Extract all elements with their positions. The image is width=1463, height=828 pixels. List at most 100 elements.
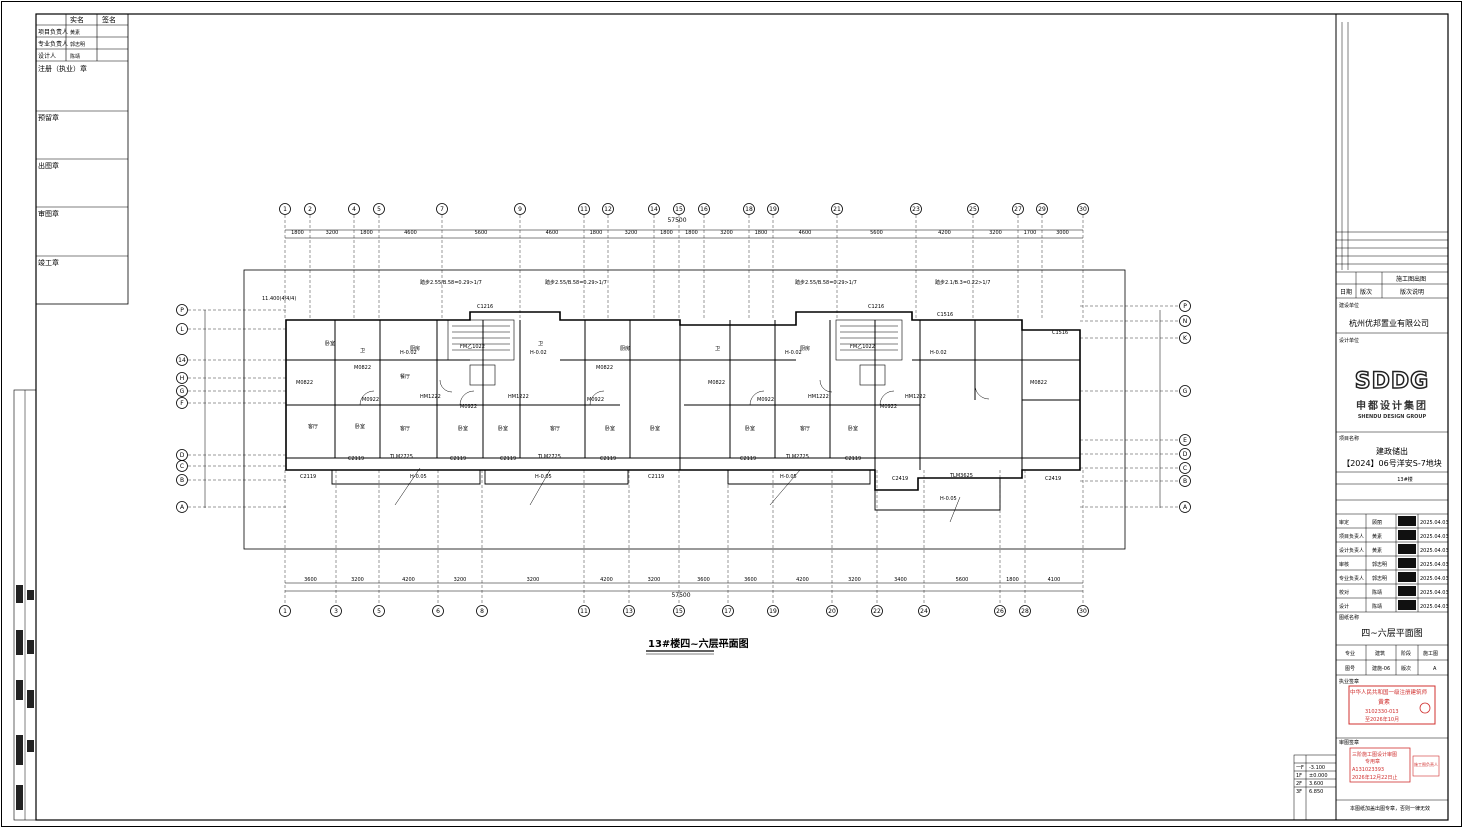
door-label: C2119 xyxy=(600,456,616,462)
axis-left-bubble-label: A xyxy=(180,504,185,511)
tb-rev: A xyxy=(1433,666,1437,672)
level-elev: 3.600 xyxy=(1309,781,1323,787)
axis-bottom-bubble-label: 20 xyxy=(828,608,836,615)
tb-drawing-name-label: 图纸名称 xyxy=(1339,614,1359,621)
room-label: 厨房 xyxy=(620,345,630,352)
signature-mark xyxy=(1398,572,1416,582)
dim-top-label: 3200 xyxy=(720,230,733,236)
dim-top-label: 5600 xyxy=(870,230,883,236)
axis-top-bubble-circle xyxy=(698,203,710,215)
level-elev: 6.850 xyxy=(1309,789,1323,795)
axis-left-bubble-circle xyxy=(176,354,188,366)
tb-review-label: 审图签章 xyxy=(1339,739,1359,746)
axis-top-bubble-circle xyxy=(673,203,685,215)
total-dim-bottom: 57500 xyxy=(671,592,690,599)
dim-bottom-label: 3200 xyxy=(648,577,661,583)
axis-bottom-bubble-circle xyxy=(1019,605,1031,617)
axis-top-bubble-label: 1 xyxy=(283,206,287,213)
axis-left-bubble-label: H xyxy=(180,375,185,382)
dim-bottom-label: 4200 xyxy=(600,577,613,583)
sig-header-sign: 签名 xyxy=(102,15,116,24)
tb-phase: 施工图 xyxy=(1423,650,1438,657)
door-label: C2419 xyxy=(1045,476,1061,482)
axis-right-bubble: N xyxy=(1179,315,1191,327)
room-label: 餐厅 xyxy=(400,373,410,380)
dim-top-label: 3200 xyxy=(989,230,1002,236)
axis-bottom-bubble-circle xyxy=(1077,605,1089,617)
axis-bottom-bubble-label: 22 xyxy=(873,608,881,615)
axis-left-bubble-circle xyxy=(176,323,188,335)
axis-left-bubble-circle xyxy=(176,460,188,472)
axis-top-bubble: 1 xyxy=(279,203,291,215)
dim-bottom-label: 1800 xyxy=(1006,577,1019,583)
axis-left-bubble: P xyxy=(176,304,188,316)
tb-discipline-label: 专业 xyxy=(1345,650,1355,657)
axis-top-bubble: 21 xyxy=(831,203,843,215)
axis-left-bubble: 14 xyxy=(176,354,188,366)
axis-left-bubble-label: L xyxy=(180,326,184,333)
axis-bottom-bubble: 15 xyxy=(673,605,685,617)
seal-name: 黄素 xyxy=(1378,698,1390,706)
sign-name: 顾丽 xyxy=(1372,520,1382,526)
axis-right-bubble: C xyxy=(1179,462,1191,474)
door-label: C2119 xyxy=(500,456,516,462)
door-label: HM1222 xyxy=(808,394,829,400)
axis-left-bubble-label: 14 xyxy=(178,357,186,364)
axis-bottom-bubble: 11 xyxy=(578,605,590,617)
level-floor: 1F xyxy=(1296,773,1302,779)
axis-top-bubble-circle xyxy=(743,203,755,215)
review-seal xyxy=(1349,747,1411,783)
door-label: C1516 xyxy=(1052,330,1068,336)
axis-left-bubble-circle xyxy=(176,385,188,397)
axis-top-bubble-label: 21 xyxy=(833,206,841,213)
left-binding-strip xyxy=(13,389,37,821)
axis-bottom-bubble: 30 xyxy=(1077,605,1089,617)
axis-bottom-bubble: 13 xyxy=(623,605,635,617)
tb-discipline: 建筑 xyxy=(1375,650,1385,657)
sign-date: 2025.04.03 xyxy=(1420,534,1449,540)
dim-bottom-label: 3600 xyxy=(744,577,757,583)
axis-right-bubble-circle xyxy=(1179,462,1191,474)
axis-right-bubble: G xyxy=(1179,385,1191,397)
room-label: 卧室 xyxy=(458,425,468,432)
axis-right-bubble-circle xyxy=(1179,385,1191,397)
axis-bottom-bubble-circle xyxy=(432,605,444,617)
axis-right-bubble-label: G xyxy=(1183,388,1188,395)
tb-client: 杭州优邦置业有限公司 xyxy=(1349,318,1429,328)
plan-labels: 11.400(4/4/4) 踏步2.55/B.58=0.29>1/7 踏步2.5… xyxy=(262,279,1068,502)
axis-bottom-bubble: 22 xyxy=(871,605,883,617)
axis-left-bubble: B xyxy=(176,474,188,486)
door-label: C2419 xyxy=(892,476,908,482)
dim-bottom-label: 3600 xyxy=(697,577,710,583)
door-label: HM1222 xyxy=(508,394,529,400)
tb-phase-label: 阶段 xyxy=(1401,650,1411,657)
room-label: 卫 xyxy=(538,341,543,347)
axis-left-bubble-circle xyxy=(176,397,188,409)
axis-left-bubble: F xyxy=(176,397,188,409)
axis-bottom-bubble-circle xyxy=(578,605,590,617)
signature-mark xyxy=(1398,544,1416,554)
door-label: TLM2725 xyxy=(389,454,413,460)
door-label: C1216 xyxy=(477,304,493,310)
sig-row-role: 设计人 xyxy=(38,52,56,60)
tb-drawing-no-label: 图号 xyxy=(1345,666,1355,672)
signature-mark xyxy=(1398,530,1416,540)
door-label: HM1222 xyxy=(905,394,926,400)
dim-top-label: 1800 xyxy=(291,230,304,236)
door-label: M0822 xyxy=(708,380,725,386)
tb-project-line1: 建政储出 xyxy=(1376,446,1408,456)
axis-right-bubble-circle xyxy=(1179,501,1191,513)
axis-top-bubble-label: 23 xyxy=(912,206,920,213)
dim-top-label: 1800 xyxy=(685,230,698,236)
axis-right-bubble-label: C xyxy=(1183,465,1187,472)
tb-drawing-name: 四~六层平面图 xyxy=(1361,627,1423,639)
floor-note: H-0.02 xyxy=(785,350,802,356)
axis-top-bubble-circle xyxy=(1036,203,1048,215)
axis-left-bubble-label: P xyxy=(180,307,184,314)
room-label: 客厅 xyxy=(308,423,318,430)
door-label: M0822 xyxy=(354,365,371,371)
axis-right-bubble-circle xyxy=(1179,475,1191,487)
tb-col-rev: 版次 xyxy=(1360,288,1372,296)
